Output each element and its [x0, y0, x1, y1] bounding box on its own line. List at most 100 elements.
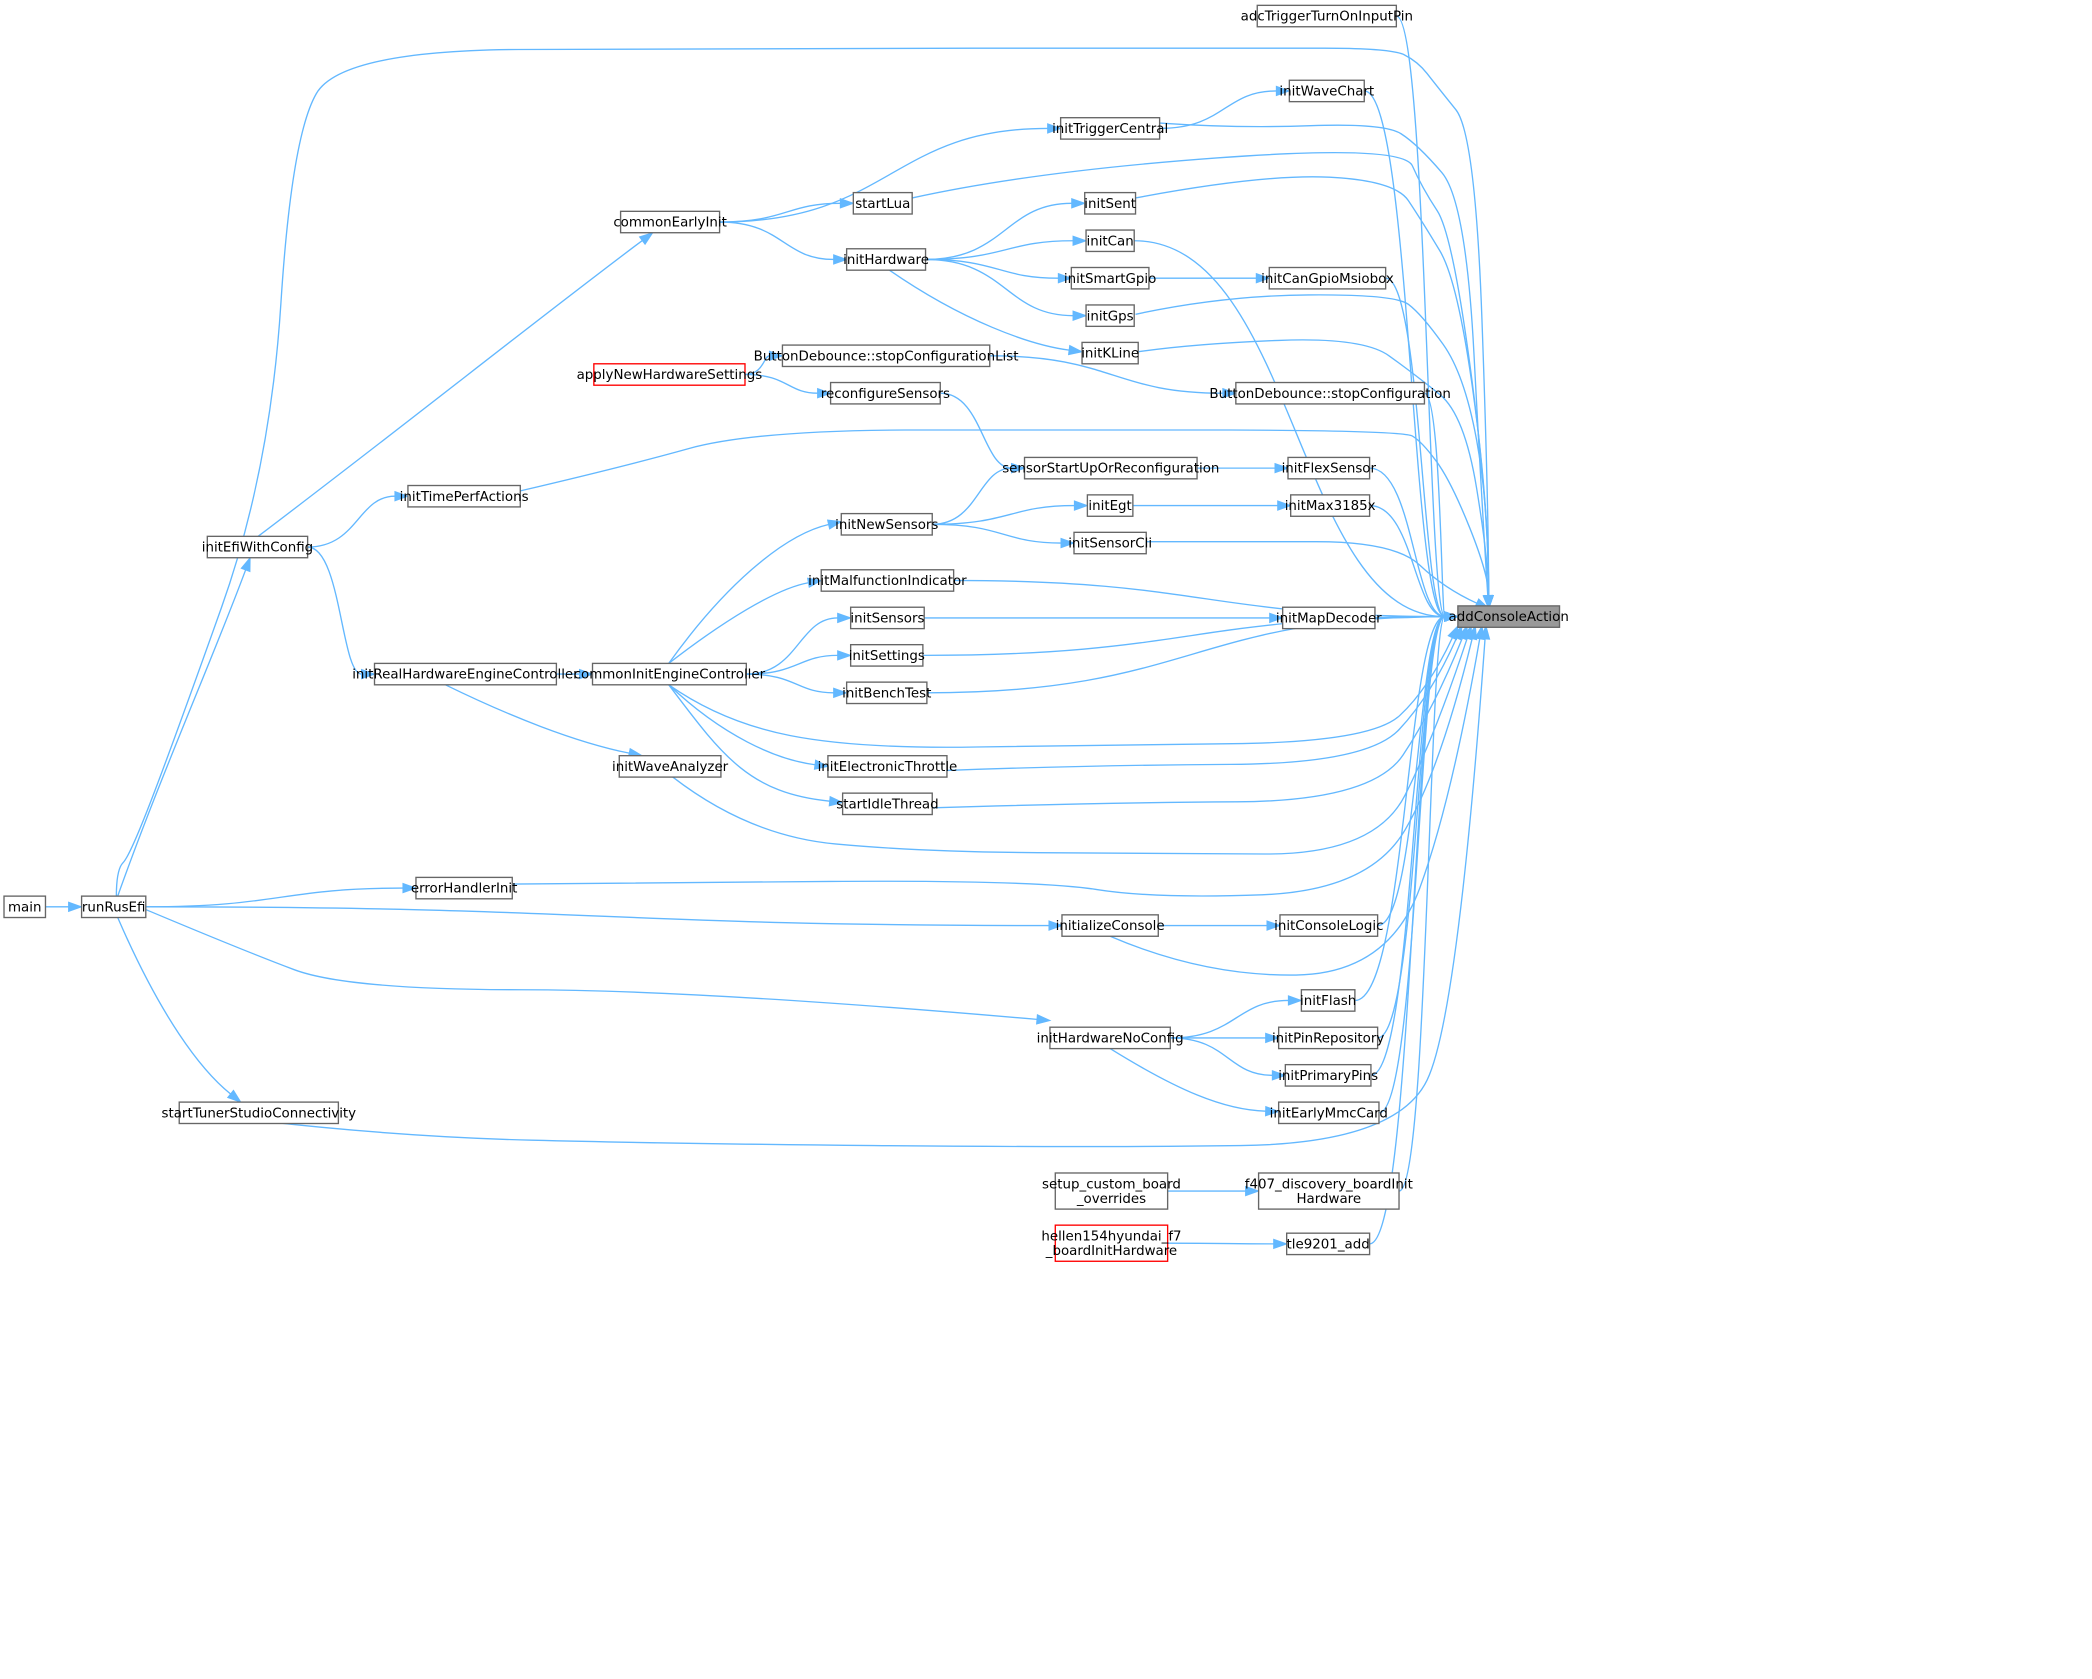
node-box[interactable] [1277, 1101, 1380, 1125]
node-box[interactable] [1256, 4, 1398, 28]
node-box[interactable] [593, 363, 746, 386]
node-box[interactable] [1257, 1172, 1400, 1210]
node-initPinRepository[interactable]: initPinRepository [1272, 1026, 1384, 1050]
node-initWaveChart[interactable]: initWaveChart [1279, 79, 1374, 103]
node-box[interactable] [845, 681, 928, 705]
node-initSettings[interactable]: initSettings [849, 643, 925, 667]
node-initCanGpioMsiobox[interactable]: initCanGpioMsiobox [1261, 266, 1394, 290]
node-stopConfiguration[interactable]: ButtonDebounce::stopConfiguration [1209, 381, 1451, 405]
node-initEarlyMmcCard[interactable]: initEarlyMmcCard [1270, 1101, 1388, 1125]
node-box[interactable] [1281, 606, 1376, 630]
node-setup_custom_board_overrides[interactable]: setup_custom_board_overrides [1042, 1172, 1181, 1210]
node-box[interactable] [1081, 341, 1139, 365]
node-box[interactable] [1300, 989, 1356, 1012]
node-main[interactable]: main [3, 895, 47, 919]
node-initSensorCli[interactable]: initSensorCli [1068, 531, 1152, 555]
node-initNewSensors[interactable]: initNewSensors [835, 512, 938, 536]
node-box[interactable] [1290, 494, 1371, 517]
node-initKLine[interactable]: initKLine [1081, 341, 1139, 365]
node-initFlash[interactable]: initFlash [1300, 989, 1356, 1012]
node-box[interactable] [1085, 229, 1135, 253]
node-initSensors[interactable]: initSensors [849, 606, 925, 630]
node-initMax3185x[interactable]: initMax3185x [1285, 494, 1376, 517]
node-addConsoleAction[interactable]: addConsoleAction [1449, 605, 1569, 628]
node-initConsoleLogic[interactable]: initConsoleLogic [1274, 914, 1383, 937]
node-initWaveAnalyzer[interactable]: initWaveAnalyzer [612, 755, 729, 778]
node-box[interactable] [1059, 117, 1161, 140]
node-box[interactable] [827, 755, 948, 778]
node-adcTriggerTurnOnInputPin[interactable]: adcTriggerTurnOnInputPin [1241, 4, 1413, 28]
node-box[interactable] [1268, 266, 1387, 290]
node-box[interactable] [415, 876, 513, 900]
node-box[interactable] [1073, 531, 1147, 555]
node-initElectronicThrottle[interactable]: initElectronicThrottle [818, 755, 958, 778]
node-initHardwareNoConfig[interactable]: initHardwareNoConfig [1037, 1026, 1184, 1050]
node-initMapDecoder[interactable]: initMapDecoder [1276, 606, 1382, 630]
node-runRusEfi[interactable]: runRusEfi [80, 895, 147, 919]
node-hellen154hyundai_f7_boardInitHardware[interactable]: hellen154hyundai_f7_boardInitHardware [1041, 1224, 1182, 1262]
node-initSent[interactable]: initSent [1084, 191, 1137, 215]
node-initSmartGpio[interactable]: initSmartGpio [1064, 266, 1156, 290]
node-box[interactable] [618, 755, 722, 778]
node-startIdleThread[interactable]: startIdleThread [836, 792, 939, 816]
node-box[interactable] [1085, 304, 1135, 328]
node-commonEarlyInit[interactable]: commonEarlyInit [613, 210, 727, 234]
node-box[interactable] [1286, 1232, 1371, 1256]
node-initFlexSensor[interactable]: initFlexSensor [1282, 456, 1377, 480]
node-tle9201_add[interactable]: tle9201_add [1286, 1232, 1371, 1256]
node-sensorStartUpOrReconfiguration[interactable]: sensorStartUpOrReconfiguration [1002, 456, 1219, 480]
node-box[interactable] [852, 191, 913, 215]
node-box[interactable] [407, 484, 521, 508]
node-initTriggerCentral[interactable]: initTriggerCentral [1052, 117, 1168, 140]
node-commonInitEngineController[interactable]: commonInitEngineController [574, 662, 766, 686]
node-box[interactable] [1235, 381, 1426, 405]
node-initEfiWithConfig[interactable]: initEfiWithConfig [202, 535, 313, 559]
node-box[interactable] [1070, 266, 1150, 290]
node-box[interactable] [1054, 1172, 1169, 1210]
node-initCan[interactable]: initCan [1085, 229, 1135, 253]
node-initTimePerfActions[interactable]: initTimePerfActions [400, 484, 529, 508]
node-box[interactable] [1457, 605, 1561, 628]
node-box[interactable] [1284, 1063, 1372, 1087]
node-box[interactable] [781, 344, 991, 368]
node-box[interactable] [619, 210, 721, 234]
node-box[interactable] [1049, 1026, 1171, 1050]
node-box[interactable] [1023, 456, 1198, 480]
node-box[interactable] [820, 569, 955, 592]
node-reconfigureSensors[interactable]: reconfigureSensors [821, 381, 950, 405]
node-box[interactable] [1084, 191, 1137, 215]
node-box[interactable] [849, 606, 925, 630]
node-box[interactable] [845, 248, 927, 271]
node-box[interactable] [373, 662, 558, 686]
node-box[interactable] [1086, 494, 1134, 517]
node-initializeConsole[interactable]: initializeConsole [1056, 914, 1165, 937]
node-box[interactable] [1279, 914, 1379, 937]
node-initGps[interactable]: initGps [1085, 304, 1135, 328]
node-box[interactable] [591, 662, 748, 686]
node-box[interactable] [841, 792, 933, 816]
node-box[interactable] [206, 535, 309, 559]
node-box[interactable] [178, 1101, 340, 1125]
node-box[interactable] [1054, 1224, 1169, 1262]
node-startTunerStudioConnectivity[interactable]: startTunerStudioConnectivity [162, 1101, 357, 1125]
node-initBenchTest[interactable]: initBenchTest [842, 681, 931, 705]
node-box[interactable] [849, 643, 924, 667]
node-startLua[interactable]: startLua [852, 191, 913, 215]
node-box[interactable] [829, 381, 941, 405]
node-box[interactable] [3, 895, 47, 919]
node-initEgt[interactable]: initEgt [1086, 494, 1134, 517]
node-box[interactable] [80, 895, 147, 919]
node-box[interactable] [1277, 1026, 1379, 1050]
node-box[interactable] [1061, 914, 1159, 937]
node-initPrimaryPins[interactable]: initPrimaryPins [1278, 1063, 1378, 1087]
node-box[interactable] [1287, 456, 1371, 480]
node-applyNewHardwareSettings[interactable]: applyNewHardwareSettings [577, 363, 763, 386]
node-stopConfigurationList[interactable]: ButtonDebounce::stopConfigurationList [754, 344, 1019, 368]
node-box[interactable] [1288, 79, 1365, 103]
node-box[interactable] [840, 512, 933, 536]
node-initRealHardwareEngineController[interactable]: initRealHardwareEngineController [352, 662, 579, 686]
node-f407_discovery_boardInitHardware[interactable]: f407_discovery_boardInitHardware [1245, 1172, 1413, 1210]
node-initMalfunctionIndicator[interactable]: initMalfunctionIndicator [808, 569, 967, 592]
node-errorHandlerInit[interactable]: errorHandlerInit [411, 876, 518, 900]
node-initHardware[interactable]: initHardware [843, 248, 929, 271]
